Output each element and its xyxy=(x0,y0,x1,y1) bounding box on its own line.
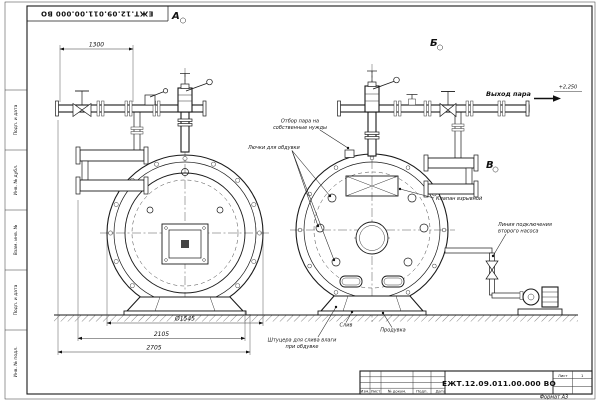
dim-1300: 1300 xyxy=(89,42,104,49)
inner-frame xyxy=(26,5,593,395)
manhole xyxy=(355,221,389,255)
furnace-door xyxy=(161,223,209,265)
ground-line xyxy=(54,314,578,322)
left-tube-bundle xyxy=(75,111,149,195)
margin-column: Подп. и дата Инв. № дубл. Взам. инв. № П… xyxy=(5,89,27,378)
tb-col: № докум. xyxy=(388,389,407,394)
left-boiler-front-view xyxy=(106,154,264,316)
bolt-ring xyxy=(108,156,262,310)
view-labels: А Б В xyxy=(171,11,499,173)
left-saddle-support xyxy=(123,296,247,316)
fittings-label: при обдувке xyxy=(286,344,319,350)
explosion-valve xyxy=(345,175,399,197)
hatches-label: Лючки для обдувки xyxy=(247,145,301,151)
feed-pump-assembly xyxy=(444,247,563,316)
dimensions: 1300 Ø1545 2105 2705 xyxy=(57,42,264,355)
view-b-label: Б xyxy=(430,38,438,49)
main-safety-valve xyxy=(364,70,400,113)
right-saddle-support xyxy=(317,295,427,316)
left-steam-piping xyxy=(55,73,213,153)
lever-safety-valve-small xyxy=(144,88,169,106)
pump-base xyxy=(517,308,563,316)
pump-suction-pipe xyxy=(444,247,493,254)
dim-diameter: Ø1545 xyxy=(174,316,195,323)
tube xyxy=(79,179,145,192)
pump-line-label: Линия подключения xyxy=(497,222,552,228)
tb-col: Подп. xyxy=(416,389,428,394)
margin-label: Инв. № дубл. xyxy=(13,165,19,196)
right-tube-bundle xyxy=(423,111,479,198)
fittings-label: Штуцера для слива влаги xyxy=(268,338,337,344)
lever-weight xyxy=(206,78,213,86)
dim-2705: 2705 xyxy=(146,345,161,352)
pump-casing xyxy=(522,288,540,306)
steam-outlet-label: Выход пара xyxy=(486,90,531,98)
shutoff-valve xyxy=(72,90,92,118)
own-needs-label: Отбор пара на xyxy=(281,119,319,125)
view-a-label: А xyxy=(171,11,180,22)
own-needs-nozzle xyxy=(344,149,355,158)
tube xyxy=(427,183,475,195)
tb-col: Изм. xyxy=(361,389,370,394)
downcomer-pipe xyxy=(454,111,462,159)
right-steam-piping: Выход пара +2,250 xyxy=(337,70,582,157)
view-v-label: В xyxy=(486,160,494,171)
tb-col: Дата xyxy=(436,389,446,394)
steam-outlet-mark: Выход пара +2,250 xyxy=(486,85,582,102)
pump-line-valve xyxy=(485,260,499,280)
titleblock-doc-number: ЕЖТ.12.09.011.00.000 ВО xyxy=(442,379,556,388)
margin-label: Инв. № подл. xyxy=(13,346,19,377)
handholes xyxy=(339,275,405,288)
own-needs-label: собственные нужды xyxy=(273,125,327,131)
riser-pipe xyxy=(180,111,190,153)
vent-valve-small xyxy=(406,94,418,106)
title-block: Изм. Лист № докум. Подп. Дата ЕЖТ.12.09.… xyxy=(359,370,593,400)
main-safety-valve xyxy=(177,73,213,113)
explosion-valve-label: Клапан взрывной xyxy=(436,196,483,202)
elevation-label: +2,250 xyxy=(559,85,578,91)
format-label: Формат А3 xyxy=(540,395,568,400)
corner-doc-number: ЕЖТ.12.09.011.00.000 ВО xyxy=(41,10,154,18)
corner-stamp: ЕЖТ.12.09.011.00.000 ВО xyxy=(27,6,169,22)
margin-label: Взам. инв. № xyxy=(13,224,19,255)
drawing-frame xyxy=(4,1,596,400)
pump-line-label: второго насоса xyxy=(498,229,538,235)
dim-2105: 2105 xyxy=(154,331,169,338)
blowdown-label: Продувка xyxy=(380,328,405,334)
margin-label: Подп. и дата xyxy=(13,284,19,315)
sight-port xyxy=(181,168,189,176)
gate-valve xyxy=(439,91,457,118)
drain-label: Слив xyxy=(340,323,353,329)
callouts: Отбор пара на собственные нужды Лючки дл… xyxy=(247,119,552,351)
margin-label: Подп. и дата xyxy=(13,104,19,135)
tube xyxy=(79,149,145,162)
lever-weight xyxy=(393,76,400,84)
tube xyxy=(427,157,475,169)
sheet-value: 1 xyxy=(581,373,584,378)
tb-col: Лист xyxy=(371,389,381,394)
sheet-label: Лист xyxy=(558,373,568,378)
